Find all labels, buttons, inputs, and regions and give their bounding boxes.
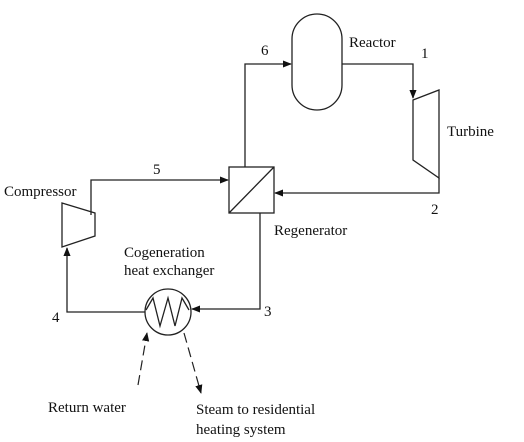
stream-4-number: 4 (52, 310, 60, 326)
steam-out-line (183, 332, 203, 394)
stream-1-line (342, 63, 417, 99)
reactor-vessel (291, 13, 343, 111)
compressor-label: Compressor (4, 184, 77, 200)
turbine-shape (412, 89, 440, 180)
steam-label-line1: Steam to residential (196, 402, 315, 418)
regenerator-diagonal (228, 166, 275, 214)
stream-2-number: 2 (431, 202, 439, 218)
compressor-shape (61, 202, 96, 248)
heat-exchanger-label-line2: heat exchanger (124, 263, 214, 279)
stream-6-number: 6 (261, 43, 269, 59)
stream-4-line (63, 247, 145, 313)
steam-label-line2: heating system (196, 422, 286, 438)
reactor-label: Reactor (349, 35, 396, 51)
turbine-label: Turbine (447, 124, 494, 140)
regenerator-label: Regenerator (274, 223, 347, 239)
return-water-line (137, 332, 150, 386)
stream-6-line (244, 60, 292, 167)
stream-5-line (90, 176, 229, 215)
return-water-label: Return water (48, 400, 126, 416)
stream-3-line (191, 213, 261, 313)
stream-5-number: 5 (153, 162, 161, 178)
stream-2-line (274, 178, 440, 197)
heat-exchanger-coil (145, 295, 190, 329)
stream-1-number: 1 (421, 46, 429, 62)
stream-3-number: 3 (264, 304, 272, 320)
heat-exchanger-label-line1: Cogeneration (124, 245, 205, 261)
